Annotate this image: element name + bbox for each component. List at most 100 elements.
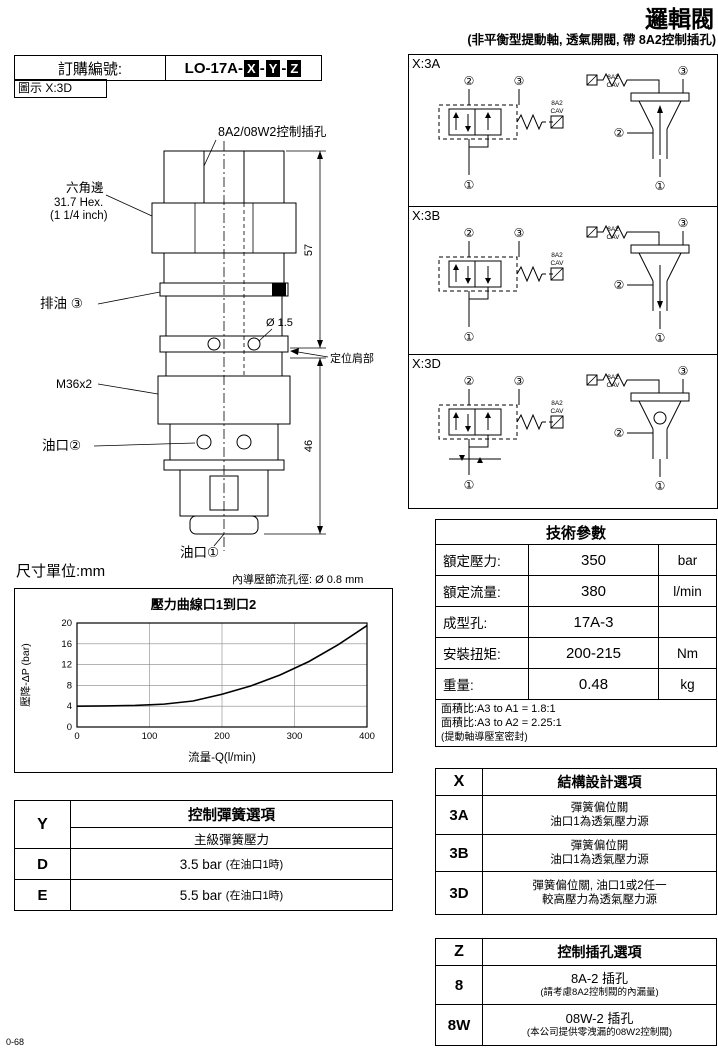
- spring-symbol: [516, 265, 543, 282]
- param-unit: Nm: [658, 638, 716, 668]
- port-1-label: ①: [464, 178, 475, 192]
- port2-hole: [236, 434, 252, 450]
- pilot-cavity-label: CAV: [607, 82, 621, 89]
- spring-value: 3.5 bar: [179, 856, 222, 872]
- cross-drill-hole: [247, 337, 261, 351]
- pilot-cavity-label: CAV: [607, 234, 621, 241]
- valve-body: [151, 141, 297, 551]
- chart-x-axis-label: 流量-Q(l/min): [188, 750, 256, 764]
- port-2-label: ②: [614, 126, 625, 140]
- option-description: 8A-2 插孔 (請考慮8A2控制閥的內漏量): [482, 965, 716, 1004]
- cartridge-symbol: 8A2 CAV ③ ② ①: [586, 364, 690, 493]
- pilot-valve-symbol: [550, 115, 564, 129]
- param-label: 安裝扭矩:: [443, 647, 501, 662]
- port-1-label: ①: [655, 479, 666, 493]
- pilot-valve-symbol: [550, 415, 564, 429]
- option-description: 彈簧偏位關 油口1為透氣壓力源: [482, 795, 716, 834]
- option-box-3a: X:3A ② ③ 8A2 CAV ①: [408, 54, 718, 207]
- option-box-label: X:3A: [412, 56, 441, 71]
- units-label: 尺寸單位:mm: [16, 563, 106, 580]
- design-options-table: X 結構設計選項 3A 彈簧偏位關 油口1為透氣壓力源 3B 彈簧偏位開 油口1…: [435, 768, 717, 915]
- pilot-valve-symbol: [550, 267, 564, 280]
- annotation-hex-1: 六角邊: [66, 181, 104, 195]
- cartridge-symbol: 8A2 CAV ③ ② ①: [586, 216, 690, 345]
- note-line: 面積比:A3 to A1 = 1.8:1: [441, 703, 556, 715]
- spring-condition: (在油口1時): [225, 859, 284, 871]
- page-subtitle: (非平衡型提動軸, 透氣開閥, 帶 8A2控制插孔): [467, 33, 716, 47]
- port-3-label: ③: [678, 364, 689, 378]
- model-segment-y: Y: [265, 59, 281, 77]
- spring-options-table: Y 控制彈簧選項 主級彈簧壓力 D 3.5 bar (在油口1時) E 5.5 …: [14, 800, 393, 911]
- param-value: 350: [528, 545, 658, 575]
- option-box-3d: X:3D ② ③ 8A2 CAV: [408, 354, 718, 509]
- chart-title: 壓力曲線口1到口2: [150, 597, 257, 612]
- dimension-46: 46: [303, 440, 315, 452]
- leader-line: [93, 442, 196, 447]
- option-code: E: [15, 879, 71, 910]
- control-cavity-options-table: Z 控制插孔選項 8 8A-2 插孔 (請考慮8A2控制閥的內漏量) 8W 08…: [435, 938, 717, 1046]
- pressure-curve: [76, 624, 368, 707]
- cross-drill-hole: [207, 337, 221, 351]
- option-code: 8: [436, 965, 482, 1004]
- param-unit: l/min: [658, 576, 716, 606]
- param-unit: [658, 607, 716, 637]
- desc-line: 彈簧偏位關: [570, 801, 629, 814]
- x-tick-label: 400: [359, 731, 375, 742]
- x-tick-label: 200: [214, 731, 230, 742]
- leader-line: [97, 383, 159, 395]
- design-table-title: 結構設計選項: [482, 769, 716, 795]
- spring-table-subtitle: 主級彈簧壓力: [71, 827, 392, 848]
- schematic-options-column: X:3A ② ③ 8A2 CAV ①: [408, 54, 718, 509]
- port-1-label: ①: [655, 331, 666, 345]
- hydraulic-schematic: ② ③ 8A2 CAV ①: [438, 226, 564, 344]
- orifice-label: 內導壓節流孔徑: Ø 0.8 mm: [232, 574, 364, 586]
- param-label: 成型孔:: [443, 616, 488, 631]
- order-number-label: 訂購編號:: [15, 56, 166, 80]
- hydraulic-schematic: ② ③ 8A2 CAV ①: [438, 74, 564, 192]
- desc-line: 08W-2 插孔: [565, 1010, 634, 1026]
- cartridge-symbol: 8A2 CAV ③ ② ①: [586, 64, 690, 193]
- port-3-label: ③: [514, 74, 525, 88]
- y-tick-label: 4: [67, 701, 72, 712]
- option-code: 3D: [436, 871, 482, 914]
- diagram-note: 圖示 X:3D: [14, 79, 107, 98]
- footer-code: 0-68: [6, 1037, 25, 1047]
- port-3-label: ③: [514, 226, 525, 240]
- desc-line: 油口1為透氣壓力源: [550, 816, 649, 828]
- option-box-3b: X:3B ② ③ 8A2 CAV ①: [408, 205, 718, 356]
- param-label: 重量:: [443, 678, 474, 693]
- leader-line: [105, 194, 153, 217]
- table-row: 3.5 bar (在油口1時): [71, 848, 392, 879]
- pilot-cavity-label: 8A2: [607, 74, 619, 81]
- area-ratio-notes: 面積比:A3 to A1 = 1.8:1 面積比:A3 to A2 = 2.25…: [436, 699, 716, 746]
- option-code: 3A: [436, 795, 482, 834]
- x-tick-label: 100: [142, 731, 158, 742]
- leader-line: [203, 139, 217, 167]
- option-description: 08W-2 插孔 (本公司提供零洩漏的08W2控制閥): [482, 1004, 716, 1045]
- model-prefix: LO-17A-: [184, 59, 244, 77]
- leader-line: [213, 533, 225, 547]
- annotation-hex-2: 31.7 Hex.: [54, 197, 103, 209]
- port-2-label: ②: [464, 226, 475, 240]
- annotation-port2: 油口②: [42, 438, 81, 453]
- spring-symbol: [597, 224, 635, 239]
- port2-hole: [196, 434, 212, 450]
- note-line: 面積比:A3 to A2 = 2.25:1: [441, 717, 562, 730]
- leader-line: [258, 328, 273, 342]
- param-value: 0.48: [528, 669, 658, 699]
- pilot-cavity-label: 8A2: [607, 374, 619, 381]
- model-sep-1: -: [259, 59, 265, 77]
- desc-line: 彈簧偏位開: [570, 839, 629, 852]
- model-sep-2: -: [281, 59, 287, 77]
- chart-y-axis-label: 壓降-ΔP (bar): [19, 643, 32, 706]
- plot-border: [76, 622, 368, 728]
- table-row: 額定流量: 380 l/min: [436, 575, 716, 606]
- param-unit: kg: [658, 669, 716, 699]
- port-3-label: ③: [514, 374, 525, 388]
- note-line: (提動軸導壓室密封): [441, 731, 528, 743]
- spring-table-title: 控制彈簧選項: [188, 807, 275, 824]
- port-1-label: ①: [464, 478, 475, 492]
- shuttle-check: [477, 457, 483, 463]
- annotation-drain-port: 排油 ③: [40, 296, 83, 311]
